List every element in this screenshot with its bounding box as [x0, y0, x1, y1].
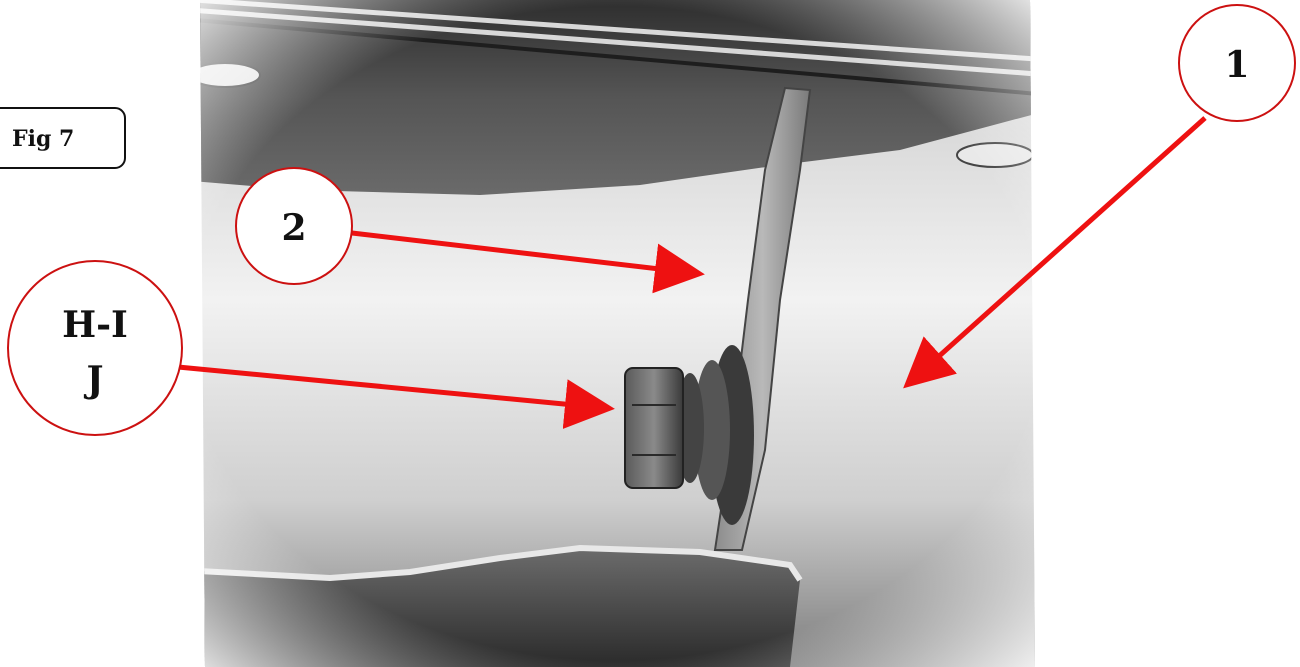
figure-label-text: Fig 7 — [12, 126, 74, 152]
callout-hij: H-I J — [7, 260, 183, 436]
callout-2-text: 2 — [281, 207, 306, 249]
callout-1-text: 1 — [1224, 44, 1249, 86]
callout-1: 1 — [1178, 4, 1296, 122]
callout-2: 2 — [235, 167, 353, 285]
arrow-part-1 — [903, 116, 1207, 389]
arrow-part-hij — [177, 364, 615, 430]
render-photo — [200, 0, 1035, 667]
arrow-part-2 — [351, 230, 705, 294]
callout-hij-line1: H-I — [62, 304, 128, 346]
callout-hij-line2: J — [83, 359, 103, 401]
figure-label: Fig 7 — [0, 107, 126, 169]
